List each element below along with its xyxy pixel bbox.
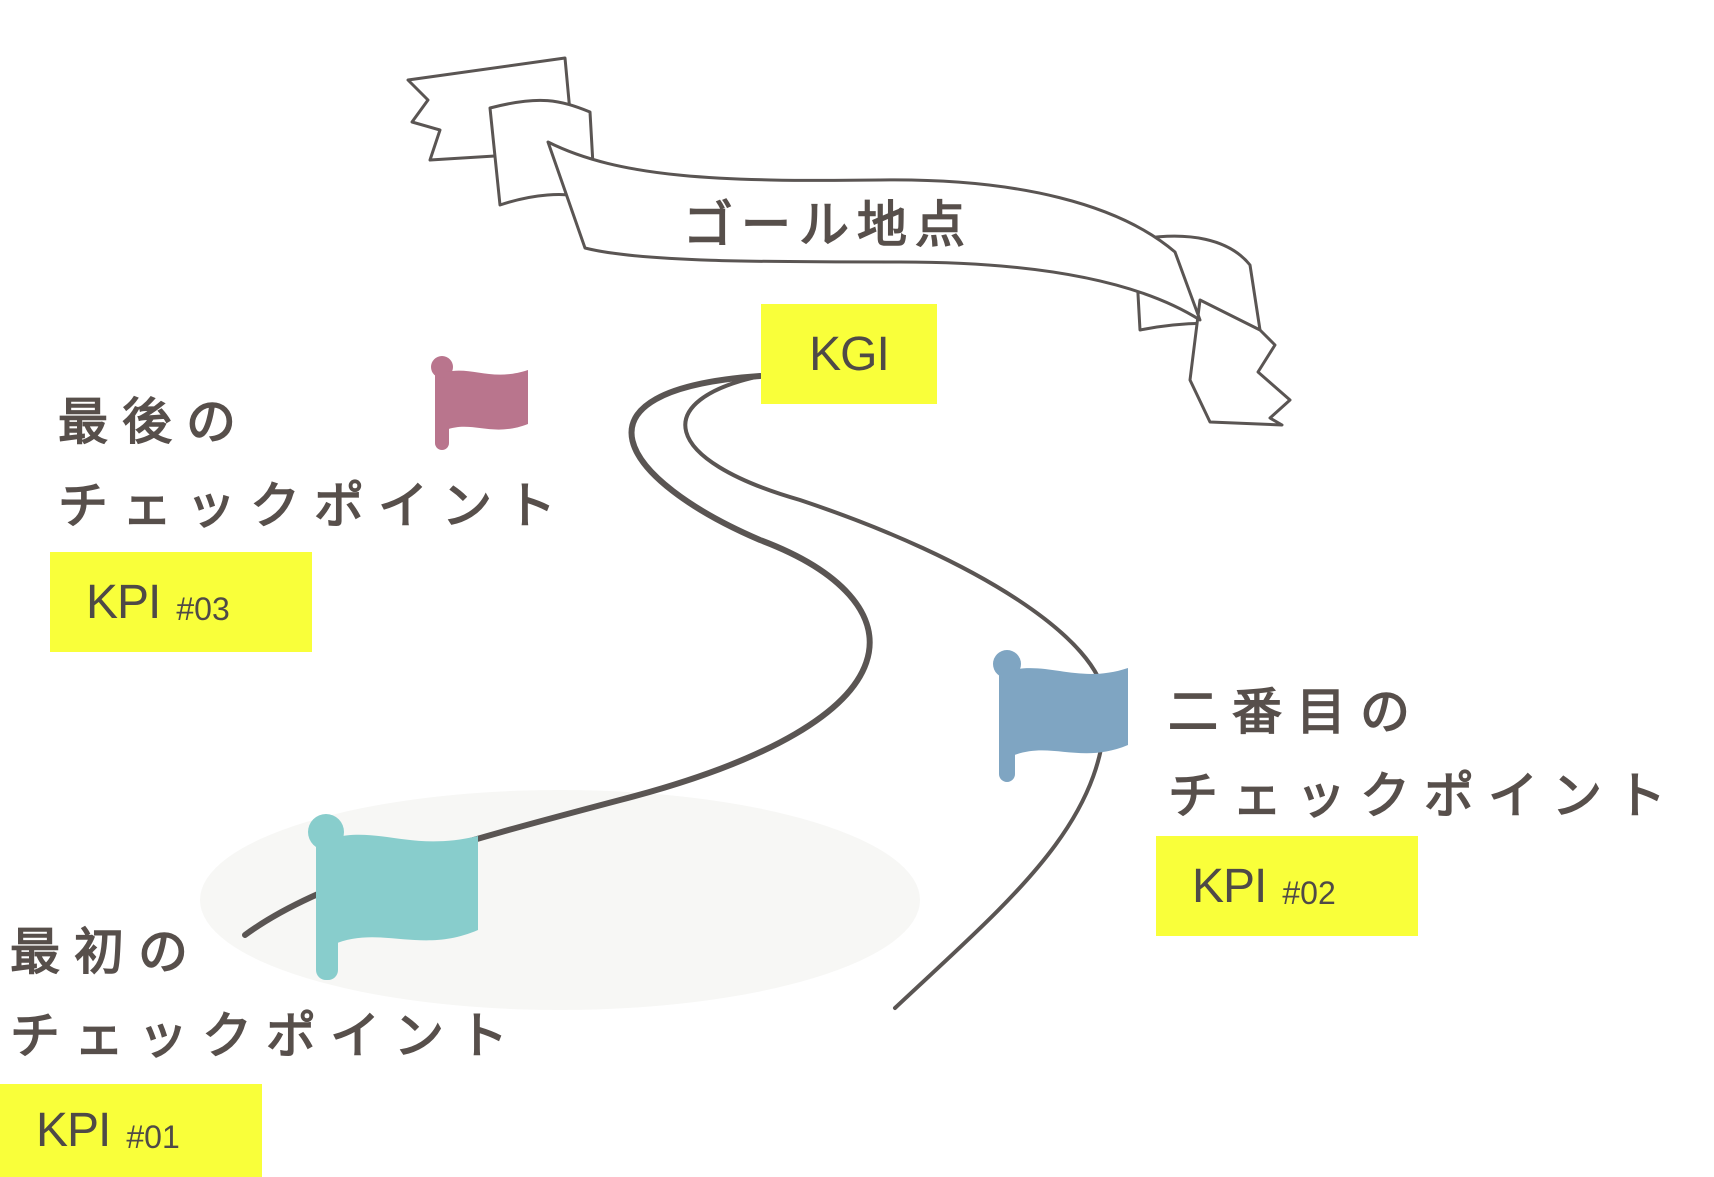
kpi-01-number: #01 [126, 1119, 180, 1155]
checkpoint-3-line1: 最後の [58, 393, 250, 451]
kpi-03-label: KPI [86, 575, 161, 629]
flag-checkpoint-3 [431, 356, 528, 450]
kpi-03-number: #03 [176, 590, 230, 627]
flag-checkpoint-2 [993, 650, 1128, 782]
checkpoint-3-label: 最後の チェックポイント [58, 380, 570, 548]
checkpoint-1-line2: チェックポイント [10, 1007, 522, 1065]
kpi-01-tag: KPI #01 [0, 1084, 262, 1177]
ribbon-right-tail [1188, 298, 1292, 427]
kgi-tag: KGI [761, 304, 937, 404]
checkpoint-2-line2: チェックポイント [1168, 767, 1680, 825]
checkpoint-1-label: 最初の チェックポイント [10, 910, 522, 1078]
ribbon-main-band [546, 140, 1202, 322]
goal-ribbon [406, 56, 1292, 427]
checkpoint-2-label: 二番目の チェックポイント [1168, 670, 1680, 838]
flag-checkpoint-1 [308, 814, 478, 980]
kpi-03-tag: KPI #03 [50, 552, 312, 652]
kpi-01-label: KPI [36, 1104, 111, 1157]
checkpoint-1-line1: 最初の [10, 923, 202, 981]
checkpoint-2-line1: 二番目の [1168, 683, 1424, 741]
kpi-02-number: #02 [1282, 874, 1336, 911]
checkpoint-3-line2: チェックポイント [58, 477, 570, 535]
kpi-02-tag: KPI #02 [1156, 836, 1418, 936]
kpi-02-label: KPI [1192, 859, 1267, 913]
road-right-edge [683, 374, 1108, 1010]
kgi-tag-label: KGI [809, 327, 890, 381]
goal-banner-label: ゴール地点 [683, 196, 973, 254]
